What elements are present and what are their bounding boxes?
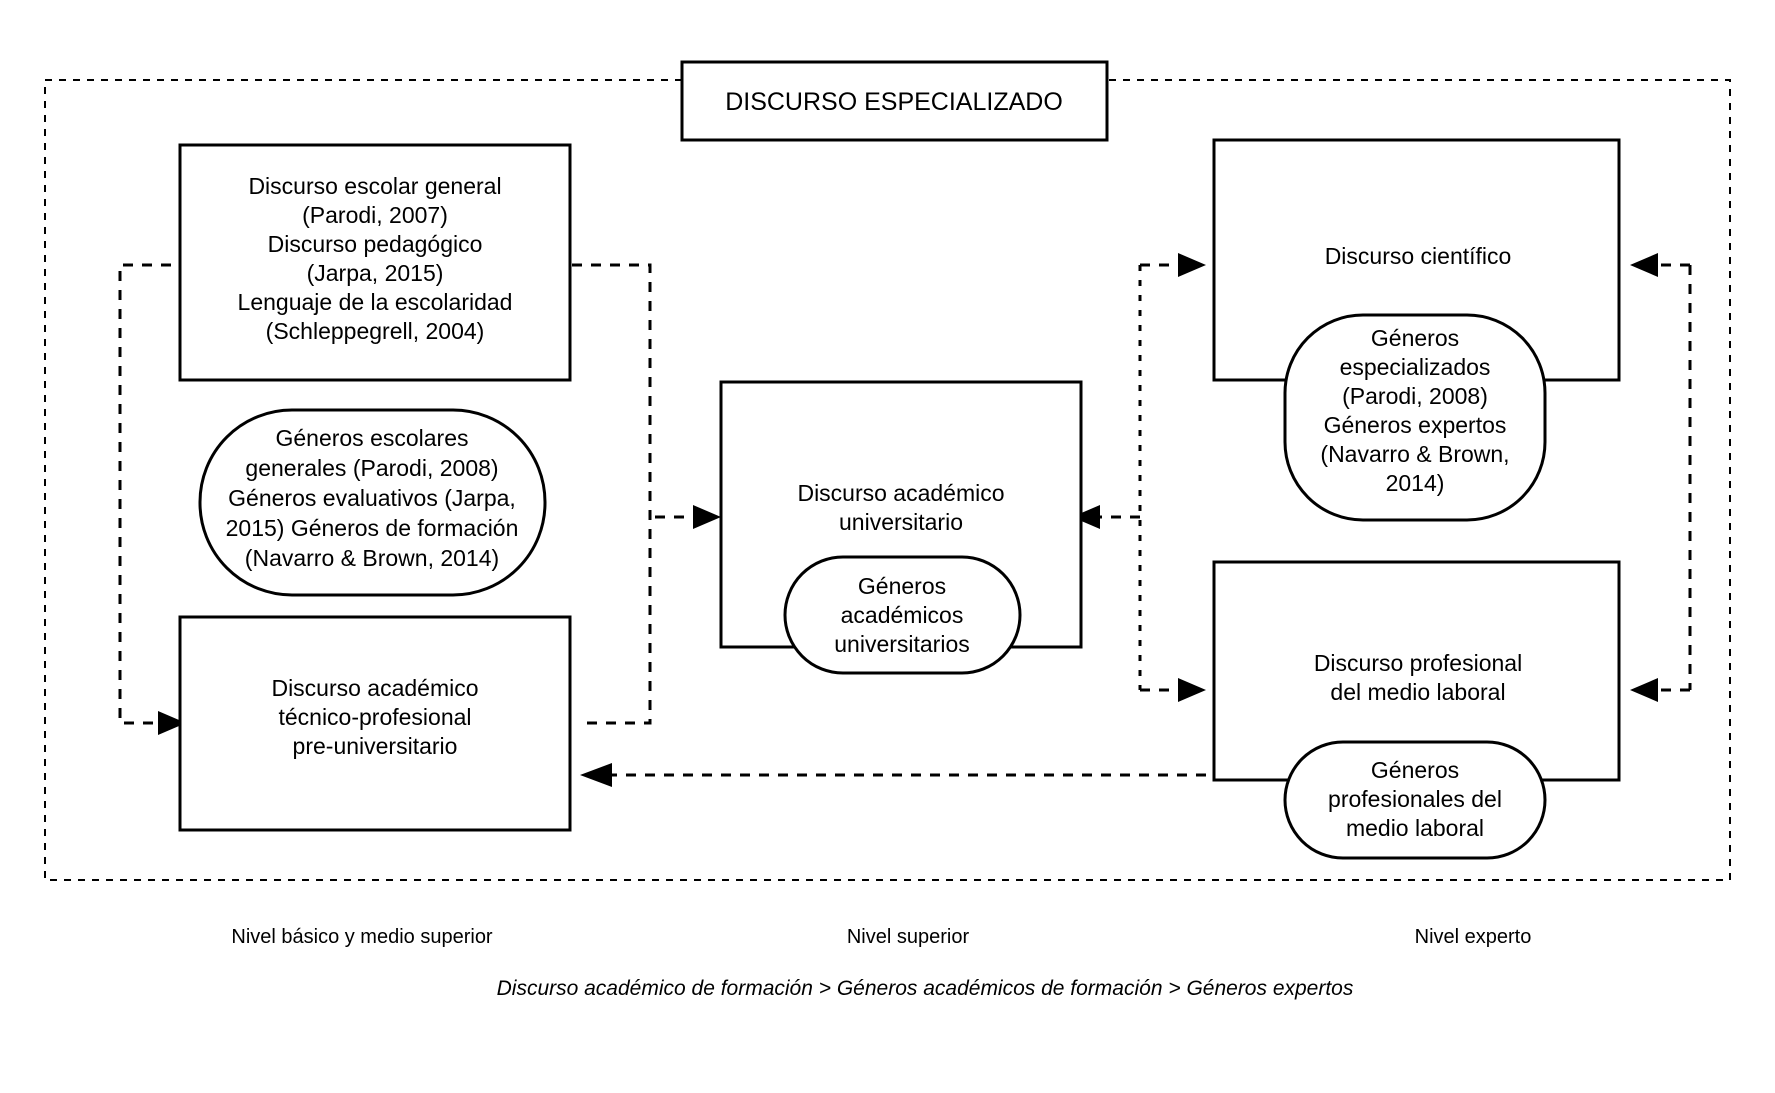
- connector-preuniversitario-to-universitario: [655, 505, 721, 529]
- node-line: (Jarpa, 2015): [307, 260, 444, 286]
- node-line: Discurso escolar general: [248, 173, 501, 199]
- node-line: Discurso académico: [797, 480, 1004, 506]
- node-generos-especializados[interactable]: Géneros especializados (Parodi, 2008) Gé…: [1283, 313, 1547, 522]
- node-line: Discurso profesional: [1314, 650, 1522, 676]
- title-box: DISCURSO ESPECIALIZADO: [680, 60, 1109, 142]
- node-line: Discurso científico: [1325, 243, 1512, 269]
- node-line: (Parodi, 2007): [302, 202, 448, 228]
- node-generos-escolares-generales[interactable]: Géneros escolares generales (Parodi, 200…: [198, 408, 547, 597]
- node-line: profesionales del: [1328, 786, 1502, 812]
- title-label: DISCURSO ESPECIALIZADO: [725, 88, 1063, 116]
- level-label-experto: Nivel experto: [1415, 926, 1532, 948]
- node-line: Discurso pedagógico: [268, 231, 483, 257]
- node-line: Géneros evaluativos (Jarpa,: [228, 485, 516, 511]
- connector-laboral-to-preuniversitario: [580, 763, 1206, 787]
- node-line: universitario: [839, 509, 963, 535]
- node-line: generales (Parodi, 2008): [245, 455, 498, 481]
- node-line: académicos: [841, 602, 964, 628]
- node-generos-academicos-universitarios[interactable]: Géneros académicos universitarios: [783, 555, 1022, 675]
- connector-escolar-to-preuniversitario-left: [118, 263, 190, 735]
- node-line: Géneros escolares: [275, 425, 468, 451]
- level-label-basico: Nivel básico y medio superior: [231, 926, 493, 948]
- node-line: (Navarro & Brown,: [1320, 441, 1509, 467]
- node-line: del medio laboral: [1330, 679, 1505, 705]
- node-line: pre-universitario: [293, 733, 458, 759]
- arrowhead-universitario-left: [693, 505, 721, 529]
- node-line: 2015) Géneros de formación: [226, 515, 519, 541]
- node-line: Géneros: [858, 573, 946, 599]
- arrowhead-universitario-right: [1072, 505, 1100, 529]
- node-line: (Navarro & Brown, 2014): [245, 545, 499, 571]
- arrowhead-cientifico-right: [1630, 253, 1658, 277]
- node-line: 2014): [1386, 470, 1445, 496]
- arrowhead-preuniversitario-bottom: [580, 763, 612, 787]
- arrowhead-profesional-left: [1178, 678, 1206, 702]
- arrowhead-cientifico-left: [1178, 253, 1206, 277]
- node-discurso-escolar-general[interactable]: Discurso escolar general (Parodi, 2007) …: [178, 143, 572, 382]
- connector-right-return: [1630, 253, 1692, 702]
- connector-escolar-to-preuniversitario-right: [572, 263, 652, 725]
- node-line: especializados: [1340, 354, 1491, 380]
- node-line: medio laboral: [1346, 815, 1484, 841]
- node-line: Lenguaje de la escolaridad: [238, 289, 513, 315]
- node-generos-profesionales-laboral[interactable]: Géneros profesionales del medio laboral: [1283, 740, 1547, 860]
- node-line: Discurso académico: [271, 675, 478, 701]
- figure-caption: Discurso académico de formación > Género…: [497, 977, 1354, 1000]
- node-discurso-tecnico-profesional[interactable]: Discurso académico técnico-profesional p…: [178, 615, 572, 832]
- node-line: Géneros expertos: [1324, 412, 1507, 438]
- node-line: (Schleppegrell, 2004): [266, 318, 485, 344]
- node-line: técnico-profesional: [278, 704, 471, 730]
- node-line: universitarios: [834, 631, 970, 657]
- connector-right-to-universitario: [1072, 505, 1140, 529]
- node-line: Géneros: [1371, 325, 1459, 351]
- connector-vertical-center-right: [1138, 253, 1206, 702]
- arrowhead-profesional-right: [1630, 678, 1658, 702]
- level-label-superior: Nivel superior: [847, 926, 970, 948]
- node-line: Géneros: [1371, 757, 1459, 783]
- node-line: (Parodi, 2008): [1342, 383, 1488, 409]
- arrowhead-preuniversitario-left: [158, 711, 186, 735]
